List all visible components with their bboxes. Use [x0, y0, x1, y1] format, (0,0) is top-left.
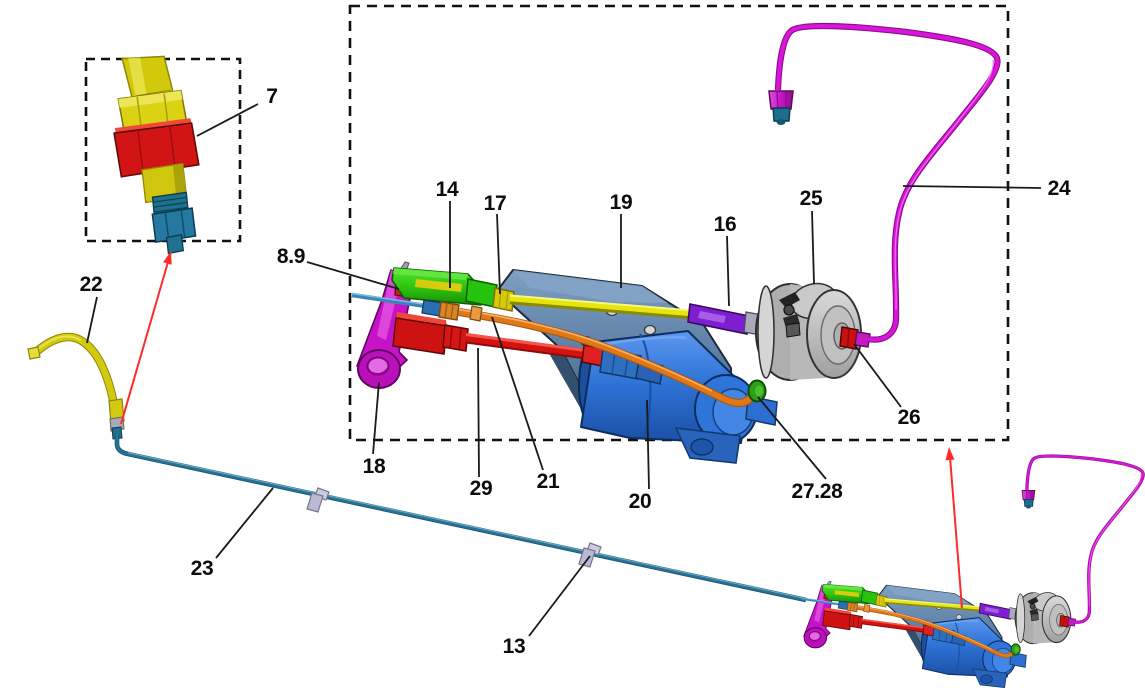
yellow-hose-22 — [27, 332, 125, 440]
part-label-18: 18 — [362, 455, 386, 478]
part-label-21: 21 — [536, 470, 560, 493]
leader-lines — [86, 103, 1042, 637]
magenta-tube-24 — [768, 22, 1001, 343]
yellow-rod-17 — [509, 294, 693, 320]
inset-fitting-enlarged — [113, 55, 200, 255]
pipe-clip-13-right — [578, 542, 602, 568]
part-label-23: 23 — [190, 557, 214, 580]
part-label-17: 17 — [483, 192, 507, 215]
blue-threaded-end — [151, 191, 197, 255]
actuator-assembly — [351, 22, 1001, 464]
red-fitting-26 — [839, 326, 871, 350]
part-label-7: 7 — [266, 85, 278, 108]
part-label-26: 26 — [897, 406, 921, 429]
part-label-14: 14 — [435, 178, 459, 201]
part-label-19: 19 — [609, 191, 633, 214]
brake-booster-25 — [755, 282, 862, 381]
part-label-22: 22 — [79, 273, 103, 296]
part-label-20: 20 — [628, 490, 652, 513]
orange-hose-21 — [438, 301, 767, 407]
teal-supply-pipe-23 — [114, 433, 807, 603]
pedal-lever-18 — [356, 269, 415, 389]
tube-end-fitting — [768, 90, 794, 110]
green-clamp-14 — [391, 261, 515, 312]
part-label-16: 16 — [713, 213, 737, 236]
pipe-clip-13-left — [306, 487, 330, 513]
red-arrow-to-inset — [120, 251, 172, 425]
part-label-27-28: 27.28 — [791, 480, 843, 503]
part-label-13: 13 — [502, 635, 526, 658]
part-label-29: 29 — [469, 477, 493, 500]
part-label-24: 24 — [1047, 177, 1071, 200]
part-label-8-9: 8.9 — [276, 245, 306, 268]
red-arrow-to-main-box — [945, 447, 963, 609]
part-label-25: 25 — [799, 187, 823, 210]
red-hex-nut — [113, 118, 200, 178]
